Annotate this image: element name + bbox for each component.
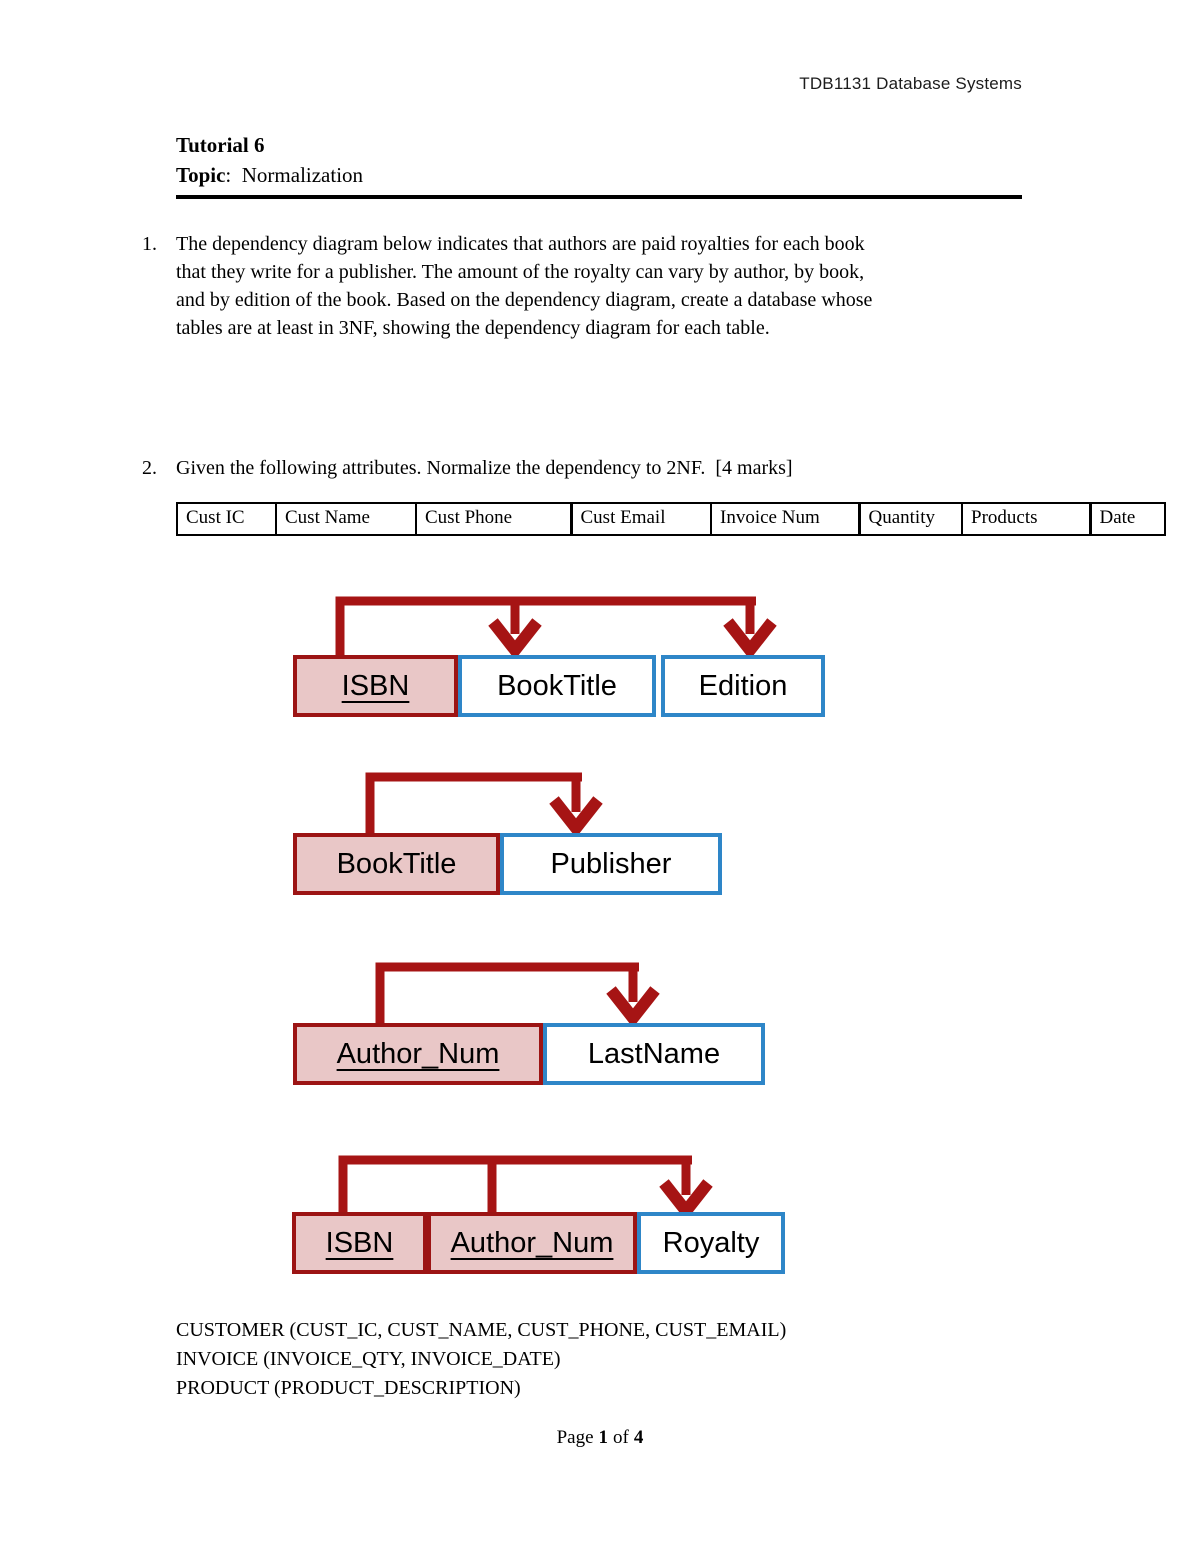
- attribute-box-publisher: Publisher: [500, 833, 722, 895]
- dependency-arrow: [335, 596, 777, 660]
- topic-line: Topic: Normalization: [176, 161, 1022, 189]
- schema-list: CUSTOMER (CUST_IC, CUST_NAME, CUST_PHONE…: [176, 1316, 786, 1403]
- table-header-row: Cust IC Cust Name Cust Phone Cust Email …: [176, 502, 1166, 536]
- question-1-text: The dependency diagram below indicates t…: [176, 230, 1016, 342]
- course-header: TDB1131 Database Systems: [799, 74, 1022, 93]
- question-2: 2. Given the following attributes. Norma…: [142, 454, 1016, 482]
- attribute-box-booktitle: BookTitle: [293, 833, 500, 895]
- attribute-label: Edition: [698, 669, 788, 702]
- column-header-cust-name: Cust Name: [275, 502, 417, 536]
- attribute-box-isbn: ISBN: [292, 1212, 427, 1274]
- schema-line-customer: CUSTOMER (CUST_IC, CUST_NAME, CUST_PHONE…: [176, 1319, 787, 1341]
- attribute-label: Author_Num: [450, 1226, 614, 1259]
- footer-page-number: 1: [598, 1427, 609, 1448]
- schema-line-invoice: INVOICE (INVOICE_QTY, INVOICE_DATE): [176, 1348, 561, 1370]
- dependency-diagram-isbn-authornum-royalty: ISBN Author_Num Royalty: [292, 1150, 792, 1278]
- attribute-box-author-num: Author_Num: [427, 1212, 637, 1274]
- attribute-table: Cust IC Cust Name Cust Phone Cust Email …: [176, 502, 1166, 536]
- question-1-line: The dependency diagram below indicates t…: [176, 233, 865, 255]
- attribute-label: BookTitle: [497, 669, 617, 702]
- attribute-box-booktitle: BookTitle: [458, 655, 656, 717]
- title-block: Tutorial 6 Topic: Normalization: [176, 131, 1022, 199]
- column-header-invoice-num: Invoice Num: [710, 502, 860, 536]
- footer-word: of: [613, 1427, 629, 1448]
- attribute-box-royalty: Royalty: [637, 1212, 785, 1274]
- dependency-arrow: [375, 962, 660, 1028]
- column-header-quantity: Quantity: [857, 502, 963, 536]
- attribute-label: ISBN: [325, 1226, 394, 1259]
- column-header-products: Products: [961, 502, 1091, 536]
- attribute-box-author-num: Author_Num: [293, 1023, 543, 1085]
- question-1: 1. The dependency diagram below indicate…: [142, 230, 1016, 342]
- attribute-box-lastname: LastName: [543, 1023, 765, 1085]
- attribute-label: Author_Num: [336, 1037, 500, 1070]
- dependency-arrow: [338, 1155, 713, 1221]
- dependency-diagram-isbn-booktitle-edition: ISBN BookTitle Edition: [293, 588, 838, 720]
- question-2-line: Given the following attributes. Normaliz…: [176, 457, 793, 479]
- attribute-box-row: ISBN Author_Num Royalty: [292, 1212, 785, 1274]
- column-header-cust-email: Cust Email: [569, 502, 712, 536]
- attribute-label: BookTitle: [336, 847, 457, 880]
- question-1-line: and by edition of the book. Based on the…: [176, 289, 873, 311]
- attribute-label: Royalty: [662, 1226, 760, 1259]
- footer-page-total: 4: [633, 1427, 644, 1448]
- tutorial-title: Tutorial 6: [176, 133, 265, 157]
- column-header-date: Date: [1088, 502, 1166, 536]
- column-header-cust-phone: Cust Phone: [415, 502, 572, 536]
- attribute-box-row: Author_Num LastName: [293, 1023, 765, 1085]
- attribute-box-isbn: ISBN: [293, 655, 458, 717]
- attribute-label: Publisher: [550, 847, 672, 880]
- dependency-diagram-authornum-lastname: Author_Num LastName: [293, 955, 773, 1087]
- schema-line-product: PRODUCT (PRODUCT_DESCRIPTION): [176, 1377, 521, 1399]
- attribute-label: LastName: [587, 1037, 721, 1070]
- question-1-line: tables are at least in 3NF, showing the …: [176, 317, 770, 339]
- attribute-box-row: ISBN BookTitle Edition: [293, 655, 825, 717]
- question-1-number: 1.: [142, 233, 157, 255]
- question-1-line: that they write for a publisher. The amo…: [176, 261, 865, 283]
- footer-word: Page: [556, 1427, 594, 1448]
- attribute-label: ISBN: [341, 669, 410, 702]
- topic-label: Topic: [176, 163, 226, 187]
- question-2-text: Given the following attributes. Normaliz…: [176, 454, 1016, 482]
- question-2-number: 2.: [142, 457, 157, 479]
- attribute-box-edition: Edition: [661, 655, 825, 717]
- dependency-diagram-booktitle-publisher: BookTitle Publisher: [293, 765, 728, 897]
- topic-value: : Normalization: [225, 163, 364, 187]
- dependency-arrow: [365, 772, 603, 838]
- attribute-box-row: BookTitle Publisher: [293, 833, 722, 895]
- column-header-cust-ic: Cust IC: [176, 502, 277, 536]
